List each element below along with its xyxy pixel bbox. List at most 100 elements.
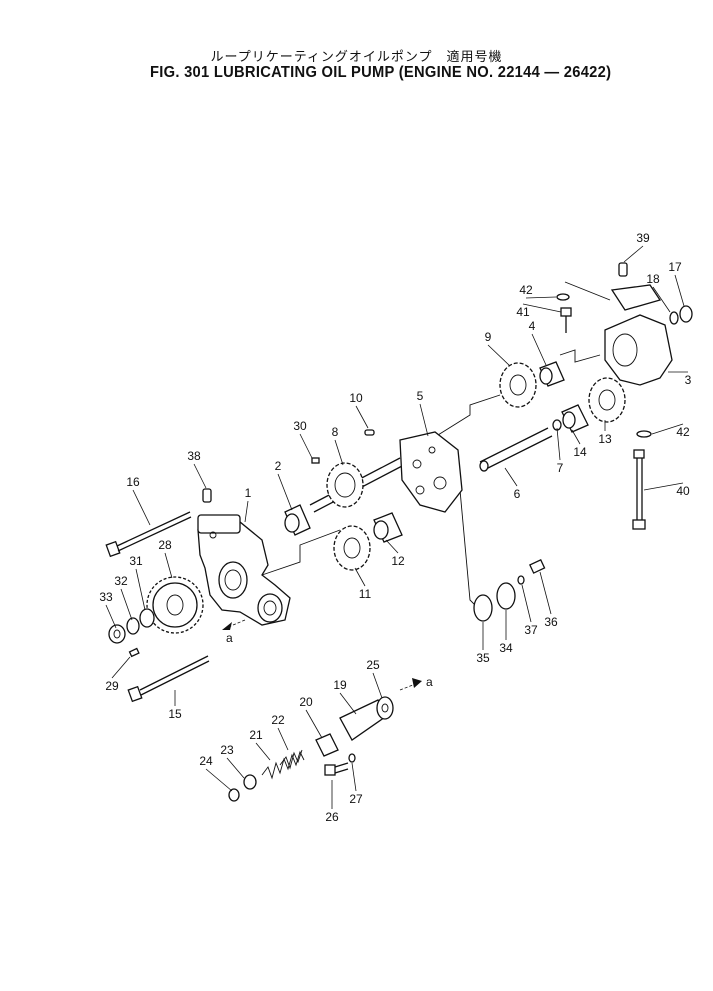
callout-number: 22 (271, 713, 285, 727)
housing-bolt (560, 307, 572, 317)
callout-number: 5 (417, 389, 424, 403)
callout-leader (277, 727, 289, 751)
callout-number: 26 (325, 810, 339, 824)
pump-body (197, 514, 291, 626)
callout-number: 38 (187, 449, 201, 463)
callout-number: 9 (485, 330, 492, 344)
plug (679, 305, 693, 323)
spring-seat (243, 774, 257, 790)
callout-number: 28 (158, 538, 172, 552)
view-marker-right: a (426, 675, 433, 689)
callout-leader (351, 762, 357, 792)
assembly-guide-line (261, 281, 611, 611)
callout-leader (111, 656, 131, 679)
valve-spring (261, 749, 305, 780)
callout-number: 11 (359, 587, 372, 601)
callout-number: 10 (349, 391, 363, 405)
lock-washer (126, 617, 140, 635)
long-bolt-lower (127, 655, 210, 703)
callout-leader (539, 571, 552, 615)
figure-title-japanese: ループリケーティングオイルポンプ 適用号機 (210, 50, 503, 65)
callout-number: 27 (349, 792, 363, 806)
dowel-pin (202, 488, 212, 503)
key (128, 647, 140, 658)
callout-leader (132, 489, 151, 526)
callout-leader (521, 584, 532, 623)
callout-leader (522, 303, 562, 313)
callout-leader (135, 568, 146, 611)
cover-bolt (529, 558, 546, 574)
valve-washer (348, 753, 356, 763)
figure-title: FIG. 301 LUBRICATING OIL PUMP (ENGINE NO… (150, 64, 612, 81)
through-bolt (632, 449, 646, 530)
scavenge-gear-driven (588, 377, 626, 423)
drive-gear (146, 576, 204, 634)
long-bolt-upper (105, 511, 192, 558)
woodruff-key (311, 457, 320, 464)
callout-leader (372, 672, 383, 699)
callout-number: 2 (275, 459, 282, 473)
bolt-washer-top (556, 293, 570, 301)
snap-ring (228, 788, 240, 802)
view-marker-left: a (226, 631, 233, 645)
callout-leader (355, 405, 369, 429)
callout-number: 37 (524, 623, 538, 637)
callout-number: 15 (168, 707, 182, 721)
callout-leader (419, 403, 429, 437)
callout-number: 35 (476, 651, 490, 665)
view-arrow-right (399, 678, 422, 691)
callout-leader (120, 588, 133, 621)
cover-plate (399, 431, 463, 513)
callout-number: 29 (105, 679, 119, 693)
callout-leader (385, 539, 399, 554)
nut (108, 624, 126, 644)
callout-number: 14 (573, 445, 587, 459)
callout-number: 16 (126, 475, 140, 489)
callout-number: 4 (529, 319, 536, 333)
callout-leader (571, 429, 581, 445)
view-arrow-left (222, 619, 246, 630)
callout-number: 30 (293, 419, 307, 433)
callout-leader (674, 274, 685, 307)
callout-leader (334, 439, 344, 466)
callout-leader (226, 757, 245, 779)
callout-leader (525, 296, 557, 299)
callout-number: 34 (499, 641, 513, 655)
callout-number: 21 (249, 728, 263, 742)
callout-number: 20 (299, 695, 313, 709)
callout-number: 33 (99, 590, 113, 604)
callout-number: 24 (199, 754, 213, 768)
cover (496, 582, 516, 610)
housing-dowel (618, 262, 628, 277)
callout-number: 12 (391, 554, 405, 568)
callout-number: 42 (676, 425, 690, 439)
callout-leader (193, 463, 207, 489)
callout-leader (164, 552, 173, 579)
callout-number: 40 (676, 484, 690, 498)
callout-number: 17 (668, 260, 682, 274)
callout-leader (299, 433, 313, 459)
callout-number: 32 (114, 574, 128, 588)
callout-leader (255, 742, 271, 761)
callout-leader (623, 245, 644, 263)
callout-number: 42 (519, 283, 533, 297)
callout-number: 18 (646, 272, 660, 286)
key-small (364, 429, 375, 436)
callout-number: 19 (333, 678, 347, 692)
callout-number: 39 (636, 231, 650, 245)
callout-leader (652, 286, 671, 313)
callout-leader (504, 467, 518, 487)
callout-leader (354, 567, 366, 587)
callout-number: 6 (514, 487, 521, 501)
washer (139, 608, 155, 628)
gasket (473, 594, 493, 622)
idler-shaft (479, 427, 553, 472)
lock-washer-small (517, 575, 525, 585)
scavenge-pump-housing (604, 284, 673, 386)
callout-number: 13 (598, 432, 612, 446)
valve-bolt (324, 762, 349, 776)
bolt-washer-bottom (636, 430, 652, 438)
callout-number: 7 (557, 461, 564, 475)
callout-leader (487, 344, 511, 367)
